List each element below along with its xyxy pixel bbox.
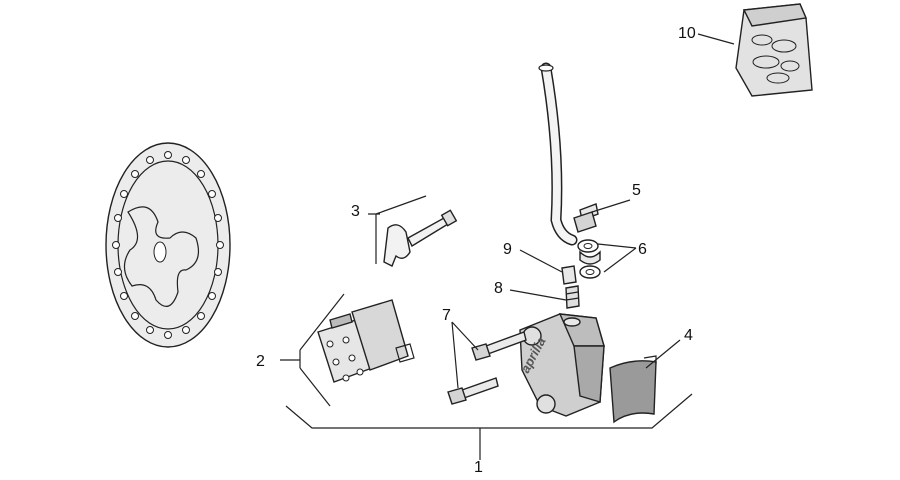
callout-8: 8 bbox=[494, 280, 503, 297]
callout-labels: 1 2 3 4 5 6 7 8 9 10 bbox=[256, 25, 696, 476]
callout-2: 2 bbox=[256, 353, 265, 370]
callout-5: 5 bbox=[632, 182, 641, 199]
callout-3: 3 bbox=[351, 203, 360, 220]
brake-hose bbox=[538, 62, 578, 246]
pad-guard-plate bbox=[609, 355, 657, 424]
bleeder-screw bbox=[565, 285, 580, 309]
caliper-bolts bbox=[447, 331, 527, 405]
bleeder-cap bbox=[561, 265, 577, 285]
banjo-bolt bbox=[573, 203, 599, 233]
callout-1: 1 bbox=[474, 459, 483, 475]
callout-9: 9 bbox=[503, 241, 512, 258]
callout-4: 4 bbox=[684, 327, 693, 344]
callout-10: 10 bbox=[678, 25, 696, 42]
leader-lines bbox=[280, 33, 735, 460]
callout-6: 6 bbox=[638, 241, 647, 258]
gasket-kit-bag bbox=[735, 3, 813, 97]
brake-disc bbox=[105, 142, 231, 348]
brake-pads bbox=[317, 299, 415, 383]
callout-7: 7 bbox=[442, 307, 451, 324]
pad-pin-and-spring bbox=[383, 209, 458, 267]
sealing-washers bbox=[577, 239, 601, 279]
brake-caliper: aprilia bbox=[517, 313, 605, 417]
